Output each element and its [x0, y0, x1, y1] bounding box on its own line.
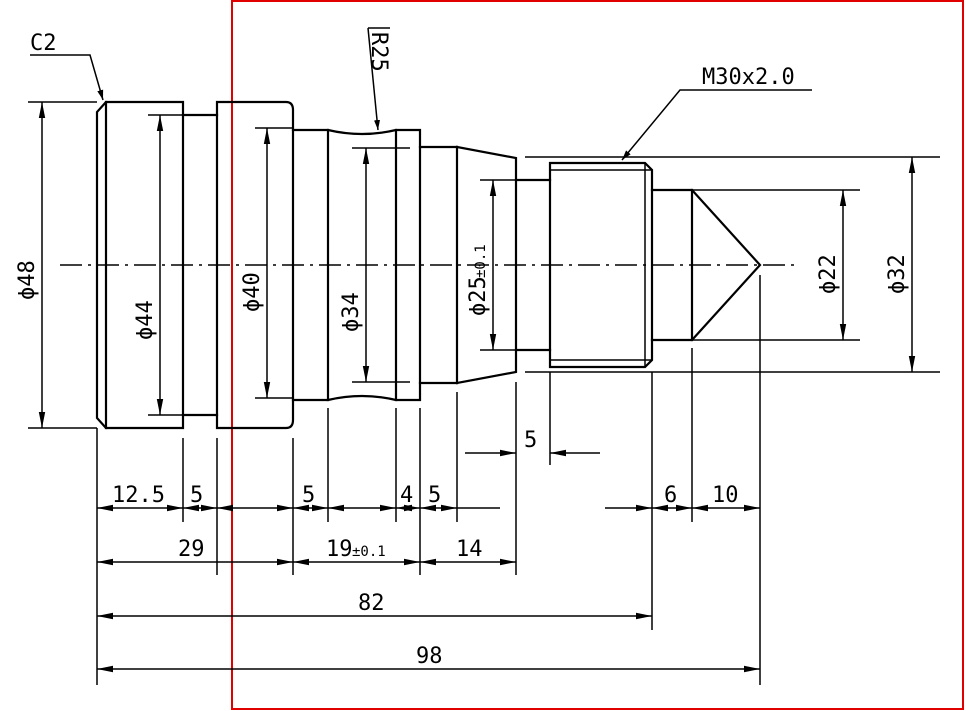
label-l4: 4 [400, 483, 413, 508]
extension-lines [28, 101, 940, 685]
label-thread: M30x2.0 [702, 65, 795, 90]
label-d44: ϕ44 [133, 300, 158, 340]
part-outline [95, 100, 762, 430]
label-l14: 14 [456, 537, 483, 562]
dimension-labels: C2 R25 M30x2.0 ϕ48 ϕ44 ϕ40 ϕ34 ϕ25 ±0.1 … [15, 31, 910, 669]
label-l5b: 5 [302, 483, 315, 508]
label-l98: 98 [416, 644, 443, 669]
label-l6: 6 [664, 483, 677, 508]
label-d40: ϕ40 [240, 272, 265, 312]
selection-frame [231, 0, 964, 710]
label-d34: ϕ34 [339, 292, 364, 332]
label-d22: ϕ22 [816, 254, 841, 294]
label-l82: 82 [358, 591, 385, 616]
label-l5c: 5 [428, 483, 441, 508]
label-radius: R25 [366, 32, 391, 72]
label-l19: 19 [326, 537, 353, 562]
label-l5a: 5 [190, 483, 203, 508]
diameter-dim-lines [148, 114, 516, 416]
length-dims [97, 449, 760, 673]
label-l29: 29 [178, 537, 205, 562]
label-l5d: 5 [524, 428, 537, 453]
label-d25: ϕ25 [466, 276, 491, 316]
leaders [30, 27, 812, 161]
label-d32: ϕ32 [885, 254, 910, 294]
label-d25-tol: ±0.1 [473, 244, 489, 278]
diameter-dims [38, 102, 916, 428]
label-l10: 10 [712, 483, 739, 508]
label-l19-tol: ±0.1 [352, 544, 386, 560]
label-d48: ϕ48 [15, 260, 40, 300]
label-chamfer: C2 [30, 31, 57, 56]
label-l12-5: 12.5 [112, 483, 165, 508]
